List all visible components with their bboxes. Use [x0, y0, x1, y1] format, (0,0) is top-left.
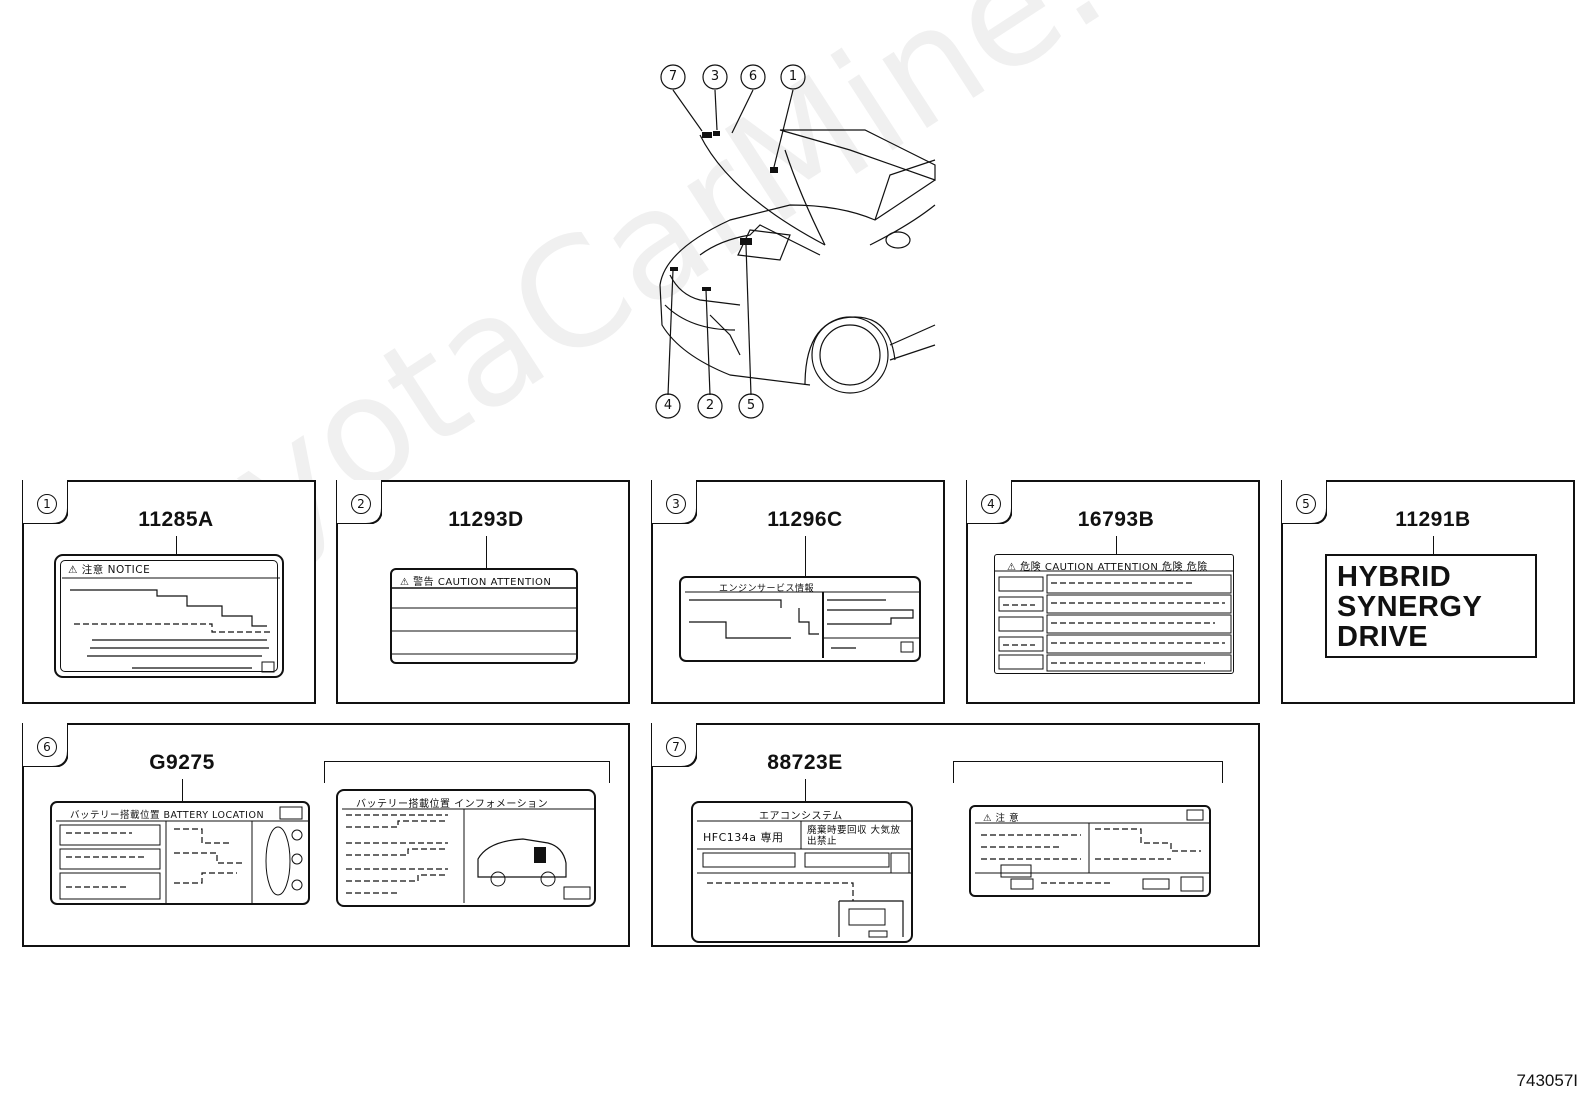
panel-number: 5: [1296, 494, 1316, 514]
part-number: 88723E: [767, 751, 843, 774]
leader-line: [1116, 536, 1117, 554]
label-text-lines: [392, 587, 576, 655]
diagram-code: 743057I: [1516, 1071, 1578, 1090]
label-text-lines: [56, 806, 308, 903]
label-heading: エンジンサービス情報: [719, 584, 815, 594]
panel-number: 1: [37, 494, 57, 514]
leader-line: [805, 536, 806, 576]
notice-label: ⚠ 注意 NOTICE: [54, 554, 284, 678]
part-number: 11293D: [448, 508, 524, 531]
leader-line: [805, 779, 806, 801]
part-number: G9275: [149, 751, 215, 774]
panel-3: 3 11296C エンジンサービス情報: [651, 480, 945, 704]
panel-2: 2 11293D ⚠ 警告 CAUTION ATTENTION: [336, 480, 630, 704]
label-heading: ⚠ 危険 CAUTION ATTENTION 危険 危險: [1007, 562, 1208, 573]
battery-info-label: バッテリー搭載位置 インフォメーション: [336, 789, 596, 907]
callout-5: 5: [746, 398, 756, 413]
part-number: 16793B: [1077, 508, 1155, 531]
label-heading: ⚠ 注意 NOTICE: [68, 564, 151, 576]
vehicle-front-illustration: 7 3 6 1 4 2 5: [640, 55, 960, 435]
leader-line: [486, 536, 487, 568]
panel-5: 5 11291B HYBRID SYNERGY DRIVE: [1281, 480, 1575, 704]
hsd-line-1: HYBRID: [1337, 561, 1452, 593]
label-heading: ⚠ 注 意: [983, 813, 1020, 824]
part-number: 11296C: [767, 508, 843, 531]
label-text-lines: [995, 570, 1233, 672]
alternate-label-bracket: [953, 761, 1223, 783]
part-number: 11291B: [1395, 508, 1471, 531]
callout-7: 7: [668, 69, 678, 84]
caution-label: ⚠ 警告 CAUTION ATTENTION: [390, 568, 578, 664]
panel-1: 1 11285A ⚠ 注意 NOTICE: [22, 480, 316, 704]
label-heading: バッテリー搭載位置 BATTERY LOCATION: [70, 810, 265, 821]
label-text-lines: [975, 809, 1209, 892]
ac-caution-label: ⚠ 注 意: [969, 805, 1211, 897]
panel-number: 3: [666, 494, 686, 514]
label-text-lines: [62, 577, 280, 673]
panel-number: 4: [981, 494, 1001, 514]
label-heading-text: 警告 CAUTION ATTENTION: [413, 577, 552, 588]
callout-6: 6: [748, 69, 758, 84]
callout-3: 3: [710, 69, 720, 84]
panel-4: 4 16793B ⚠ 危険 CAUTION ATTENTION 危険 危險: [966, 480, 1260, 704]
callout-1: 1: [788, 69, 798, 84]
label-title: エアコンシステム: [759, 811, 843, 822]
panel-number: 6: [37, 737, 57, 757]
refrigerant-type: HFC134a 専用: [703, 831, 784, 844]
label-text-lines: [685, 591, 919, 658]
alternate-label-bracket: [324, 761, 610, 783]
panel-7: 7 88723E エアコンシステム HFC134a 専用 廃棄時要回収 大気放出…: [651, 723, 1260, 947]
callout-4: 4: [663, 398, 673, 413]
panel-number: 7: [666, 737, 686, 757]
label-heading-text: 注 意: [995, 813, 1020, 824]
engine-service-label: エンジンサービス情報: [679, 576, 921, 662]
label-heading-text: 注意 NOTICE: [81, 564, 151, 576]
vehicle-line-drawing: [655, 64, 936, 419]
label-heading: ⚠ 警告 CAUTION ATTENTION: [400, 577, 552, 588]
label-border: [60, 560, 278, 672]
label-heading: バッテリー搭載位置 インフォメーション: [356, 799, 549, 810]
label-text-lines: [697, 820, 911, 938]
panel-number: 2: [351, 494, 371, 514]
battery-location-label: バッテリー搭載位置 BATTERY LOCATION: [50, 801, 310, 905]
leader-line: [182, 779, 183, 801]
panel-6: 6 G9275 バッテリー搭載位置 BATTERY LOCATION バッテリー…: [22, 723, 630, 947]
callout-2: 2: [705, 398, 715, 413]
label-text-lines: [342, 808, 594, 903]
hybrid-synergy-drive-emblem: HYBRID SYNERGY DRIVE: [1325, 554, 1537, 658]
danger-label: ⚠ 危険 CAUTION ATTENTION 危険 危險: [994, 554, 1234, 674]
hsd-line-3: DRIVE: [1337, 621, 1429, 653]
recovery-notice: 廃棄時要回収 大気放出禁止: [807, 825, 901, 847]
leader-line: [176, 536, 177, 554]
leader-line: [1433, 536, 1434, 554]
air-conditioning-label: エアコンシステム HFC134a 専用 廃棄時要回収 大気放出禁止: [691, 801, 913, 943]
part-number: 11285A: [138, 508, 214, 531]
label-heading-text: 危険 CAUTION ATTENTION 危険 危險: [1020, 562, 1208, 573]
hsd-line-2: SYNERGY: [1337, 591, 1483, 623]
